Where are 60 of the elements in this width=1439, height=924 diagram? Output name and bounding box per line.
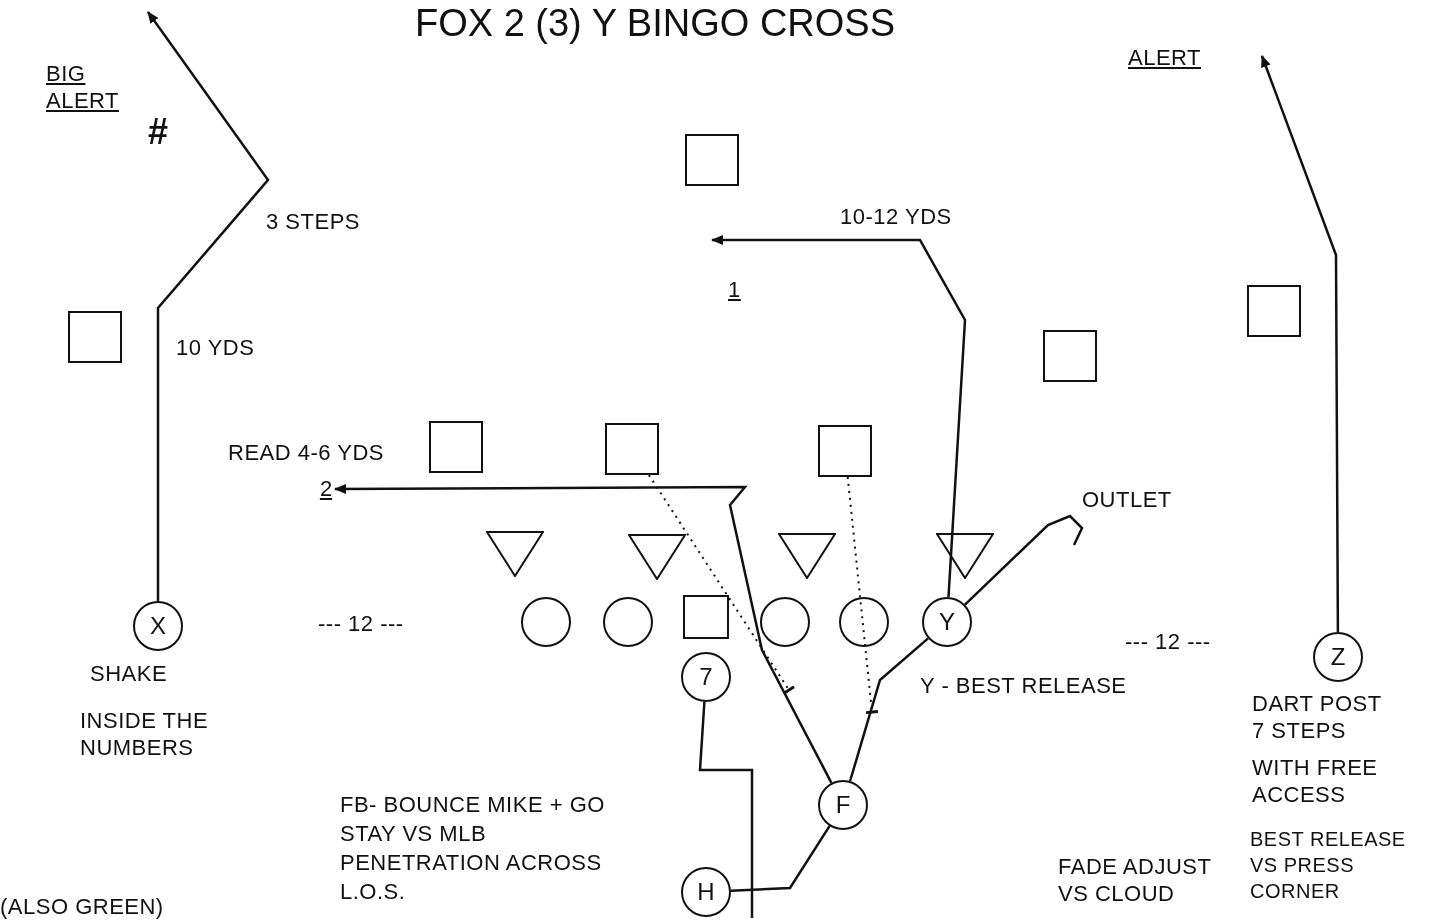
play-title: FOX 2 (3) Y BINGO CROSS: [413, 2, 896, 45]
route-line: [698, 701, 754, 918]
split-note: --- 12 ---: [1125, 628, 1211, 655]
route-tag: ALERT: [1128, 44, 1201, 71]
player-letter: F: [835, 793, 851, 817]
player-letter: Z: [1330, 645, 1346, 669]
route-note: WITH FREE ACCESS: [1252, 754, 1379, 808]
split-note: --- 12 ---: [318, 610, 404, 637]
defender-triangle: [778, 533, 836, 579]
route-note: INSIDE THE NUMBERS: [80, 707, 210, 761]
player-circle: [1313, 632, 1363, 682]
player-circle: [922, 597, 972, 647]
route-arrow: [711, 235, 967, 598]
route-arrow: [1260, 55, 1340, 632]
lineman-circle: [839, 597, 889, 647]
player-circle: [681, 867, 731, 917]
route-line: [848, 637, 929, 782]
block-line: [846, 476, 880, 715]
defender-square: [1247, 285, 1301, 337]
player-circle: [818, 780, 868, 830]
lineman-circle: [521, 597, 571, 647]
player-letter: Y: [939, 610, 955, 634]
route-note: 10-12 YDS: [840, 203, 952, 230]
center-square: [683, 595, 729, 639]
defender-square: [68, 311, 122, 363]
player-circle: [681, 652, 731, 702]
route-arrow: [147, 11, 270, 601]
route-line: [964, 514, 1084, 606]
defender-square: [429, 421, 483, 473]
block-line: [647, 474, 796, 695]
play-note: (ALSO GREEN): [0, 893, 164, 920]
route-note: Y - BEST RELEASE: [920, 672, 1127, 699]
route-mark: #: [148, 118, 169, 145]
defender-square: [685, 134, 739, 186]
defender-square: [818, 425, 872, 477]
player-letter: 7: [699, 665, 713, 689]
route-line: [730, 825, 831, 893]
player-letter: X: [150, 614, 166, 638]
route-arrow: [334, 483, 833, 784]
route-note: 10 YDS: [176, 334, 255, 361]
route-note: DART POST 7 STEPS: [1252, 690, 1383, 744]
defender-square: [605, 423, 659, 475]
player-letter: H: [697, 880, 715, 904]
player-circle: [133, 601, 183, 651]
assignment-note: FB- BOUNCE MIKE + GO STAY VS MLB PENETRATION ACROSS L.O.S.: [340, 791, 606, 906]
defender-triangle: [628, 534, 686, 580]
route-note: FADE ADJUST VS CLOUD: [1058, 853, 1213, 907]
lineman-circle: [603, 597, 653, 647]
route-note: OUTLET: [1082, 486, 1172, 513]
defender-square: [1043, 330, 1097, 382]
route-note: READ 4-6 YDS: [228, 439, 384, 466]
route-note: BEST RELEASE VS PRESS CORNER: [1250, 827, 1407, 904]
lineman-circle: [760, 597, 810, 647]
defender-triangle: [486, 531, 544, 577]
read-number: 1: [728, 276, 741, 303]
route-note: 3 STEPS: [266, 208, 360, 235]
read-number: 2: [317, 475, 335, 503]
defender-triangle: [936, 533, 994, 579]
route-note: SHAKE: [90, 660, 168, 687]
route-tag: BIG ALERT: [46, 60, 156, 114]
